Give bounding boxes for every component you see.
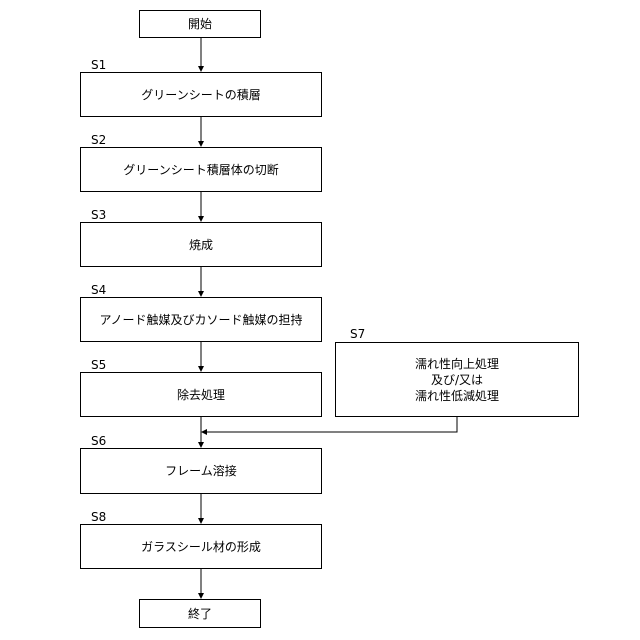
step-text-s4: アノード触媒及びカソード触媒の担持 xyxy=(100,312,303,328)
step-box-s5: 除去処理 xyxy=(80,372,322,417)
s7-line-3: 濡れ性低減処理 xyxy=(415,388,499,404)
end-label: 終了 xyxy=(188,606,212,622)
step-box-s4: アノード触媒及びカソード触媒の担持 xyxy=(80,297,322,342)
step-text-s8: ガラスシール材の形成 xyxy=(141,539,261,555)
step-label-s1: S1 xyxy=(91,58,106,72)
step-text-s1: グリーンシートの積層 xyxy=(141,87,260,103)
step-text-s3: 焼成 xyxy=(189,237,213,253)
step-box-s6: フレーム溶接 xyxy=(80,448,322,494)
step-label-s7: S7 xyxy=(350,327,365,341)
step-text-s2: グリーンシート積層体の切断 xyxy=(123,162,278,178)
step-label-s8: S8 xyxy=(91,510,106,524)
step-text-s6: フレーム溶接 xyxy=(165,463,237,479)
step-box-s1: グリーンシートの積層 xyxy=(80,72,322,117)
s7-line-2: 及び/又は xyxy=(431,372,483,388)
arrow-s7-to-merge xyxy=(202,417,457,432)
step-box-s7: 濡れ性向上処理 及び/又は 濡れ性低減処理 xyxy=(335,342,579,417)
step-label-s2: S2 xyxy=(91,133,106,147)
step-label-s5: S5 xyxy=(91,358,106,372)
step-box-s2: グリーンシート積層体の切断 xyxy=(80,147,322,192)
step-label-s3: S3 xyxy=(91,208,106,222)
step-label-s4: S4 xyxy=(91,283,106,297)
start-label: 開始 xyxy=(188,16,212,32)
step-box-s3: 焼成 xyxy=(80,222,322,267)
step-text-s5: 除去処理 xyxy=(177,387,225,403)
step-box-s8: ガラスシール材の形成 xyxy=(80,524,322,569)
step-label-s6: S6 xyxy=(91,434,106,448)
start-box: 開始 xyxy=(139,10,261,38)
end-box: 終了 xyxy=(139,599,261,628)
s7-line-1: 濡れ性向上処理 xyxy=(415,356,499,372)
